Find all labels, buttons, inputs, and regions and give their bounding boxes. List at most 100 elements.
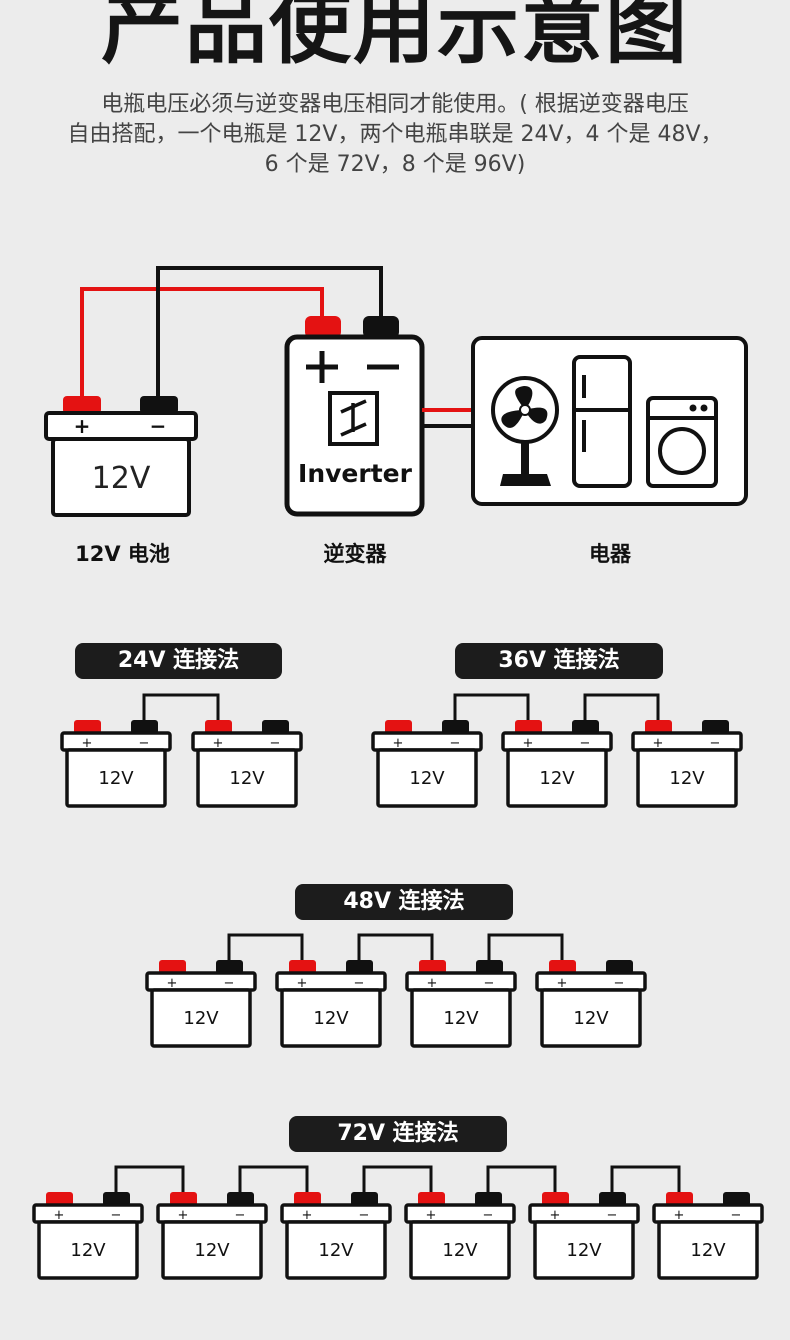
battery-voltage-label: 12V (669, 768, 705, 789)
positive-terminal (515, 720, 542, 734)
plus-sign: + (167, 976, 178, 991)
inverter: Inverter (284, 316, 425, 517)
battery-top (280, 1203, 392, 1224)
positive-terminal (205, 720, 232, 734)
battery-body (376, 748, 478, 808)
battery-body (533, 1220, 635, 1280)
battery-top (405, 971, 517, 992)
battery-top (535, 971, 647, 992)
battery-body (657, 1220, 759, 1280)
connection-48v-label: 48V 连接法 (295, 884, 513, 920)
minus-sign: − (111, 1208, 122, 1223)
battery-voltage-label: 12V (70, 1240, 106, 1261)
plus-sign: + (393, 736, 404, 751)
negative-terminal (351, 1192, 378, 1206)
negative-terminal (103, 1192, 130, 1206)
plus-sign: + (178, 1208, 189, 1223)
negative-terminal (131, 720, 158, 734)
battery-voltage-label: 12V (690, 1240, 726, 1261)
minus-sign: − (731, 1208, 742, 1223)
positive-terminal (159, 960, 186, 974)
series-wire (486, 1165, 557, 1192)
refrigerator-icon (572, 355, 632, 488)
minus-sign: − (224, 976, 235, 991)
series-wire (114, 1165, 185, 1192)
minus-sign: − (607, 1208, 618, 1223)
caption-battery: 12V 电池 (75, 542, 170, 566)
battery-top (191, 731, 303, 752)
battery-voltage-label: 12V (98, 768, 134, 789)
battery-voltage-label: 12V (194, 1240, 230, 1261)
minus-sign: − (710, 736, 721, 751)
plus-sign: + (302, 1208, 313, 1223)
battery-body (409, 1220, 511, 1280)
battery-top (156, 1203, 268, 1224)
plus-sign: + (557, 976, 568, 991)
description: 电瓶电压必须与逆变器电压相同才能使用。( 根据逆变器电压 自由搭配，一个电瓶是 … (40, 90, 750, 180)
battery-top (631, 731, 743, 752)
negative-terminal (140, 396, 178, 414)
battery-body (540, 988, 642, 1048)
main-diagram: + − 12V Inverter (44, 266, 748, 517)
series-wire (238, 1165, 309, 1192)
minus-sign: − (359, 1208, 370, 1223)
minus-sign: − (139, 736, 150, 751)
positive-terminal (170, 1192, 197, 1206)
battery-top (32, 1203, 144, 1224)
positive-terminal (419, 960, 446, 974)
negative-terminal (346, 960, 373, 974)
positive-terminal (645, 720, 672, 734)
plus-sign: + (426, 1208, 437, 1223)
plus-sign: + (54, 1208, 65, 1223)
battery-voltage-label: 12V (566, 1240, 602, 1261)
plus-sign: + (74, 414, 91, 438)
battery-voltage-label: 12V (573, 1008, 609, 1029)
series-wire (142, 693, 220, 720)
battery-top (60, 731, 172, 752)
series-wire (583, 693, 660, 720)
positive-terminal (418, 1192, 445, 1206)
series-wire (227, 933, 304, 960)
positive-terminal (46, 1192, 73, 1206)
minus-sign: − (580, 736, 591, 751)
description-line-3: 6 个是 72V，8 个是 96V) (264, 152, 526, 177)
minus-sign: − (354, 976, 365, 991)
battery-body (506, 748, 608, 808)
plus-sign: + (427, 976, 438, 991)
minus-sign: − (484, 976, 495, 991)
minus-sign: − (270, 736, 281, 751)
description-line-2: 自由搭配，一个电瓶是 12V，两个电瓶串联是 24V，4 个是 48V， (67, 122, 723, 147)
plus-sign: + (297, 976, 308, 991)
plus-sign: + (653, 736, 664, 751)
positive-terminal (63, 396, 101, 414)
battery-voltage-label: 12V (409, 768, 445, 789)
battery-top (501, 731, 613, 752)
positive-terminal (289, 960, 316, 974)
battery-voltage-label: 12V (443, 1008, 479, 1029)
minus-sign: − (483, 1208, 494, 1223)
positive-wire (80, 287, 324, 400)
negative-terminal (702, 720, 729, 734)
inverter-negative-terminal (363, 316, 399, 338)
battery-body (410, 988, 512, 1048)
negative-terminal (216, 960, 243, 974)
battery-body (196, 748, 298, 808)
minus-sign: − (150, 414, 167, 438)
plus-sign: + (523, 736, 534, 751)
positive-terminal (294, 1192, 321, 1206)
minus-sign: − (450, 736, 461, 751)
battery-body (37, 1220, 139, 1280)
positive-terminal (542, 1192, 569, 1206)
page-title: 产品使用示意图 (100, 0, 689, 75)
negative-terminal (723, 1192, 750, 1206)
battery-top (371, 731, 483, 752)
series-wire (610, 1165, 681, 1192)
caption-appliances: 电器 (589, 542, 631, 566)
battery-top (528, 1203, 640, 1224)
negative-terminal (262, 720, 289, 734)
battery-voltage-label: 12V (183, 1008, 219, 1029)
series-wire (453, 693, 530, 720)
caption-inverter: 逆变器 (323, 542, 387, 566)
negative-terminal (572, 720, 599, 734)
negative-terminal (476, 960, 503, 974)
